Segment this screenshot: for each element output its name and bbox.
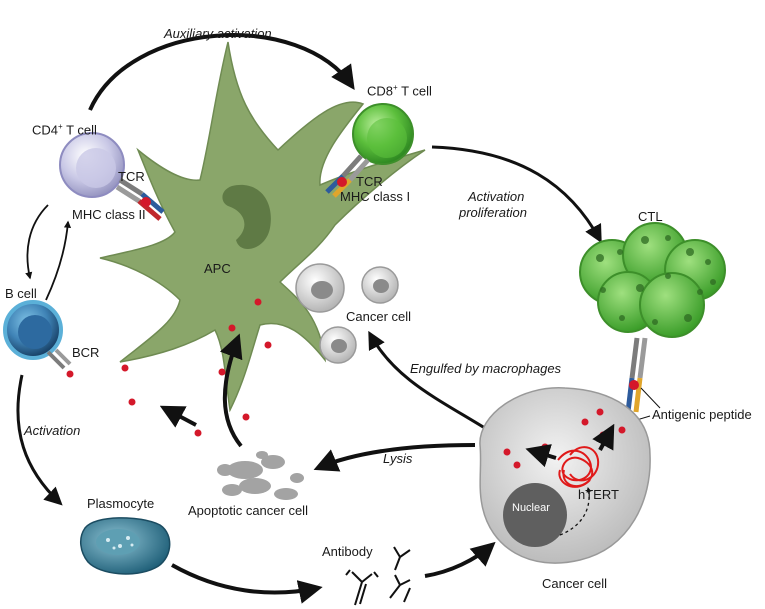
label-cancer-cell-bottom: Cancer cell [542, 576, 608, 591]
arrow-peptide-to-apc [159, 405, 197, 428]
arrow-activation-proliferation [431, 145, 602, 244]
apc-nucleus [222, 184, 271, 250]
apoptotic-cancer-cell [217, 451, 304, 500]
antigen-peptide-dots [121, 298, 272, 437]
antibody-icons [345, 546, 411, 606]
b-cell [3, 300, 74, 378]
label-cd8-t-cell: CD8+ T cell [367, 83, 432, 99]
label-mhc-class-ii: MHC class II [72, 207, 146, 222]
arrow-antibody-to-cancer [424, 541, 496, 578]
label-bcr: BCR [72, 345, 100, 360]
antigenic-peptide-leader [640, 387, 661, 409]
htert-protein [557, 446, 600, 488]
tcr-mhc-ii-complex [115, 177, 165, 221]
arrow-apoptotic-to-apc [219, 333, 243, 448]
arrow-plasmocyte-to-antibody [171, 563, 323, 604]
label-apoptotic-cancer-cell: Apoptotic cancer cell [188, 503, 308, 518]
label-antigenic-peptide: Antigenic peptide [652, 407, 752, 422]
arrow-activation-b-to-plasmocyte [16, 374, 63, 506]
cd8-t-cell [325, 103, 414, 198]
cd4-t-cell [59, 132, 165, 221]
label-b-cell: B cell [5, 286, 37, 301]
label-cd4-t-cell: CD4+ T cell [32, 122, 97, 138]
arrow-auxiliary-activation [88, 33, 355, 111]
label-apc: APC [204, 261, 231, 276]
cancer-nucleus [503, 483, 567, 547]
arrow-lysis [313, 443, 476, 472]
ctl-cell-cluster [579, 222, 726, 338]
bcr-receptor [46, 348, 74, 378]
engulfed-cancer-cells [295, 263, 399, 364]
arrow-engulfed [368, 330, 489, 432]
mhc-i-peptide [337, 177, 347, 187]
label-activation-b: Activation [24, 423, 81, 438]
mhc-ii-peptide [141, 197, 151, 207]
arrow-cd4-to-bcell [25, 204, 49, 280]
label-mhc-class-i: MHC class I [340, 189, 411, 204]
label-antibody: Antibody [322, 544, 373, 559]
arrow-bcell-to-cd4 [45, 220, 72, 301]
label-tcr-left: TCR [118, 169, 145, 184]
tcr-mhc-i-complex [325, 154, 370, 198]
plasmocyte-cell [80, 517, 171, 575]
label-ctl: CTL [638, 209, 663, 224]
label-lysis: Lysis [383, 451, 413, 466]
label-activation: Activation [468, 189, 525, 204]
label-proliferation: proliferation [459, 205, 527, 220]
label-plasmocyte: Plasmocyte [87, 496, 155, 511]
label-cancer-cell-apc: Cancer cell [346, 309, 412, 324]
label-auxiliary-activation: Auxiliary activation [164, 26, 272, 41]
label-nuclear: Nuclear [512, 502, 550, 514]
ctl-receptor [625, 337, 648, 413]
label-htert: hTERT [578, 487, 619, 502]
label-engulfed-by-macrophages: Engulfed by macrophages [410, 361, 562, 376]
label-tcr-right: TCR [356, 174, 383, 189]
apc-cell [99, 41, 426, 413]
cancer-cell-target [479, 387, 651, 564]
